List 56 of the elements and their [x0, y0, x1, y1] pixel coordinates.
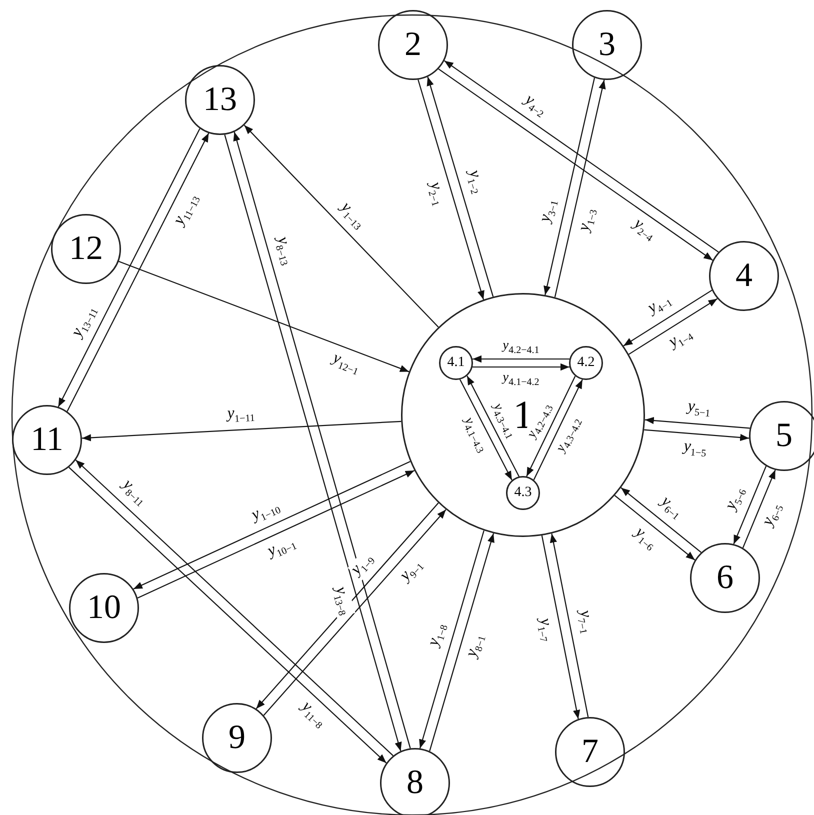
node-circle [506, 476, 540, 510]
node-label: 10 [87, 591, 121, 625]
arrow [533, 379, 583, 480]
arrow [472, 355, 570, 363]
node-label: 6 [716, 561, 734, 595]
node-circle [202, 703, 272, 773]
arrow [554, 80, 606, 298]
node-label: 12 [69, 232, 103, 266]
arrow [429, 533, 494, 752]
node-label: 11 [30, 423, 64, 457]
arrow [733, 466, 767, 544]
arrow [244, 124, 439, 328]
arrow [118, 260, 410, 372]
arrow [644, 429, 750, 442]
node-circle [401, 293, 645, 537]
node-label: 9 [228, 721, 246, 755]
arrow [466, 376, 520, 477]
arrow [620, 487, 702, 553]
node-label: 7 [582, 735, 598, 769]
arrow [628, 298, 718, 355]
arrow [419, 530, 484, 749]
node-circle [69, 573, 139, 643]
node-label: 4.2 [577, 356, 595, 370]
node-circle [572, 10, 642, 80]
arrow [137, 470, 415, 598]
node-circle [555, 717, 625, 787]
node-circle [569, 346, 603, 380]
node-label: 2 [404, 28, 422, 62]
arrow [460, 379, 512, 480]
arrow [550, 534, 589, 718]
arrow [742, 470, 776, 548]
arrow [426, 76, 494, 297]
arrow [644, 416, 750, 429]
node-circle [439, 346, 473, 380]
node-circle [185, 65, 255, 135]
arrow [82, 420, 402, 442]
node-label: 8 [406, 766, 424, 800]
node-circle [12, 405, 82, 475]
node-circle [51, 214, 121, 284]
node-circle [690, 543, 760, 613]
node-label: 13 [203, 83, 237, 117]
node-circle [709, 241, 779, 311]
node-label: 4.1 [447, 356, 465, 370]
node-circle [378, 10, 448, 80]
arrow [623, 290, 712, 346]
arrow [544, 78, 596, 296]
arrow [541, 535, 580, 720]
node-label: 4 [736, 259, 752, 293]
node-label: 3 [598, 28, 616, 62]
arrow [133, 461, 410, 590]
node-label: 4.3 [514, 486, 532, 500]
arrow [472, 363, 570, 371]
arrow [614, 494, 696, 561]
arrow [526, 376, 576, 477]
node-label: 5 [776, 419, 792, 453]
arrow [418, 79, 484, 300]
